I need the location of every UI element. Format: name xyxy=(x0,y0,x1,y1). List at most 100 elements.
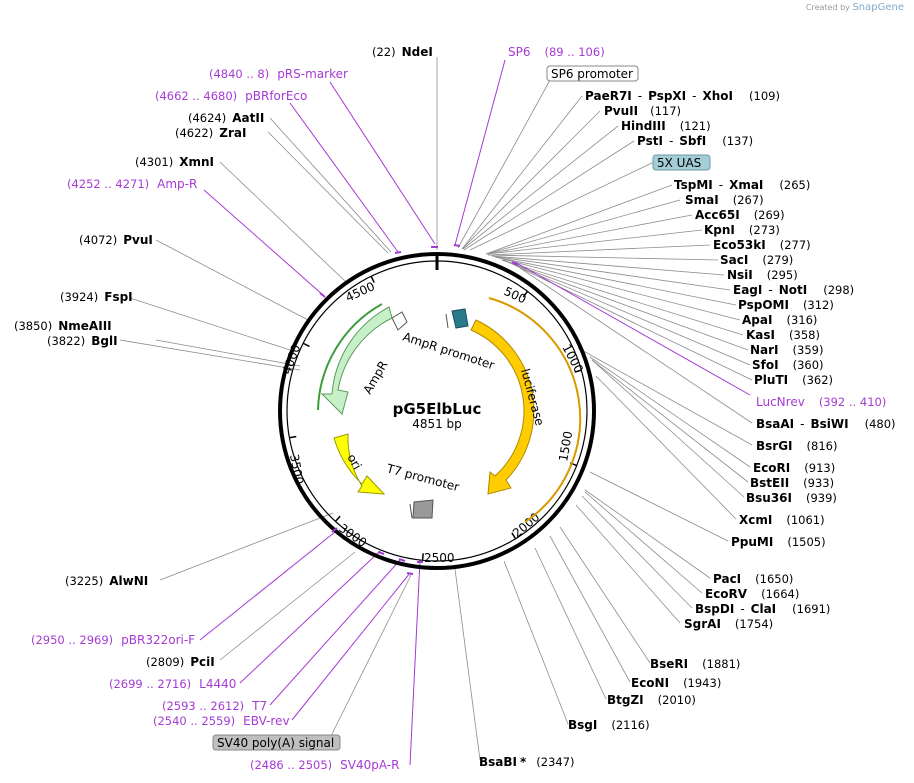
acc65i-name: Acc65I xyxy=(695,208,740,222)
ring-tick-marks xyxy=(289,275,582,561)
bsrgi-pos: (816) xyxy=(807,439,838,453)
nsii-pos: (295) xyxy=(767,268,798,282)
pvuii-site: PvuII(117) xyxy=(604,104,681,118)
bsabi-site: BsaBI*(2347) xyxy=(479,755,575,769)
psti-sep: - xyxy=(669,134,673,148)
pbr322-name: pBR322ori-F xyxy=(121,633,195,647)
luciferase-span xyxy=(488,297,582,523)
pcii-pos: (2809) xyxy=(146,655,184,669)
plasmid-length: 4851 bp xyxy=(412,417,462,431)
pbr322-pos: (2950 .. 2969) xyxy=(31,633,113,647)
sv40pa-r-primer: (2486 .. 2505)SV40pA-R xyxy=(250,758,399,772)
ndei-name: NdeI xyxy=(402,45,433,59)
econi-name: EcoNI xyxy=(631,676,669,690)
btgzi-site: BtgZI(2010) xyxy=(607,693,696,707)
apai-site: ApaI(316) xyxy=(742,313,817,327)
ampr-feature xyxy=(320,306,393,415)
pspomi-pos: (312) xyxy=(803,298,834,312)
ecorv-pos: (1664) xyxy=(761,587,799,601)
eagi-pos: (298) xyxy=(823,283,854,297)
aatii-name: AatII xyxy=(232,111,264,125)
bsrgi-name: BsrGI xyxy=(756,439,793,453)
credit-text: Created by xyxy=(805,3,850,12)
acc65i-pos: (269) xyxy=(754,208,785,222)
prs-marker-primer: (4840 .. 8)pRS-marker xyxy=(209,67,348,81)
econi-pos: (1943) xyxy=(683,676,721,690)
sfoi-pos: (360) xyxy=(793,358,824,372)
eagi-name: EagI xyxy=(733,283,762,297)
kasi-site: KasI(358) xyxy=(746,328,820,342)
pbrforeco-pos: (4662 .. 4680) xyxy=(155,89,237,103)
saci-name: SacI xyxy=(720,253,748,267)
l4440-name: L4440 xyxy=(199,677,236,691)
aatii-pos: (4624) xyxy=(188,111,226,125)
tspmi-sites: TspMI-XmaI(265) xyxy=(674,178,810,192)
pluti-site: PluTI(362) xyxy=(754,373,833,387)
bseri-site: BseRI(1881) xyxy=(650,657,740,671)
pcii-name: PciI xyxy=(190,655,215,669)
backbone-outer-ring xyxy=(278,252,596,570)
lucnrev-primer: LucNrev(392 .. 410) xyxy=(756,395,886,409)
tick-mark xyxy=(574,369,582,373)
hindiii-name: HindIII xyxy=(621,119,666,133)
bgli-pos: (3822) xyxy=(47,334,85,348)
ampr-span xyxy=(317,303,383,411)
bgli-name: BglI xyxy=(91,334,117,348)
ebv-rev-pos: (2540 .. 2559) xyxy=(153,714,235,728)
bsaai-name: BsaAI xyxy=(756,417,794,431)
nmeaiii-pos: (3850) xyxy=(14,319,52,333)
kpni-name: KpnI xyxy=(704,223,735,237)
created-by-credit: Created by SnapGene xyxy=(806,2,904,13)
tick-mark xyxy=(334,515,341,522)
kpni-pos: (273) xyxy=(749,223,780,237)
bsgi-pos: (2116) xyxy=(611,718,649,732)
bsiwi-name: BsiWI xyxy=(810,417,848,431)
xmai-name: XmaI xyxy=(729,178,763,192)
sgrai-site: SgrAI(1754) xyxy=(684,617,773,631)
plasmid-name: pG5ElbLuc xyxy=(393,400,482,418)
amp-r-pos: (4252 .. 4271) xyxy=(67,177,149,191)
psti-sites: PstI-SbfI(137) xyxy=(637,134,753,148)
primer-leader-lines xyxy=(199,59,751,766)
kasi-name: KasI xyxy=(746,328,775,342)
eco53ki-pos: (277) xyxy=(780,238,811,252)
nsii-site: NsiI (295) xyxy=(727,268,798,282)
tick-1500: 1500 xyxy=(556,430,575,463)
bspdi-name: BspDI xyxy=(695,602,734,616)
apai-name: ApaI xyxy=(742,313,772,327)
nmeaiii-site: (3850)NmeAIII xyxy=(14,319,112,333)
bsabi-pos: (2347) xyxy=(536,755,574,769)
paci-pos: (1650) xyxy=(755,572,793,586)
t7-promoter-feature xyxy=(412,499,434,519)
lucnrev-name: LucNrev xyxy=(756,395,805,409)
eco53ki-name: Eco53kI xyxy=(713,238,766,252)
ebv-rev-primer: (2540 .. 2559)EBV-rev xyxy=(153,714,290,728)
eco53ki-site: Eco53kI (277) xyxy=(713,238,811,252)
nsii-name: NsiI xyxy=(727,268,753,282)
psti-pos: (137) xyxy=(722,134,753,148)
pbr322ori-f-primer: (2950 .. 2969) pBR322ori-F xyxy=(31,633,195,647)
tick-mark xyxy=(289,435,297,439)
sv40-label: SV40 poly(A) signal xyxy=(217,736,334,750)
ppumi-site: PpuMI(1505) xyxy=(731,535,826,549)
t7-primer: (2593 .. 2612)T7 xyxy=(162,699,267,713)
snapgene-logo: SnapGene xyxy=(852,2,904,13)
ampr-label: AmpR xyxy=(360,358,390,396)
noti-name: NotI xyxy=(779,283,808,297)
alwni-site: (3225)AlwNI xyxy=(65,574,148,588)
bsabi-name: BsaBI xyxy=(479,755,517,769)
ori-feature xyxy=(333,433,386,495)
smai-site: SmaI(267) xyxy=(685,193,764,207)
bsrgi-site: BsrGI (816) xyxy=(756,439,837,453)
bsu36i-site: Bsu36I(939) xyxy=(746,491,837,505)
clai-name: ClaI xyxy=(751,602,776,616)
prs-marker-name: pRS-marker xyxy=(277,67,348,81)
left-labels: (4840 .. 8)pRS-marker (4662 .. 4680)pBRf… xyxy=(14,67,399,772)
uas-label: 5X UAS xyxy=(657,156,701,170)
ecori-site: EcoRI(913) xyxy=(753,461,835,475)
xcmi-site: XcmI(1061) xyxy=(739,513,825,527)
ori-label: ori xyxy=(344,452,364,473)
paci-site: PacI(1650) xyxy=(713,572,793,586)
nari-site: NarI(359) xyxy=(750,343,823,357)
bsteii-pos: (933) xyxy=(803,476,834,490)
